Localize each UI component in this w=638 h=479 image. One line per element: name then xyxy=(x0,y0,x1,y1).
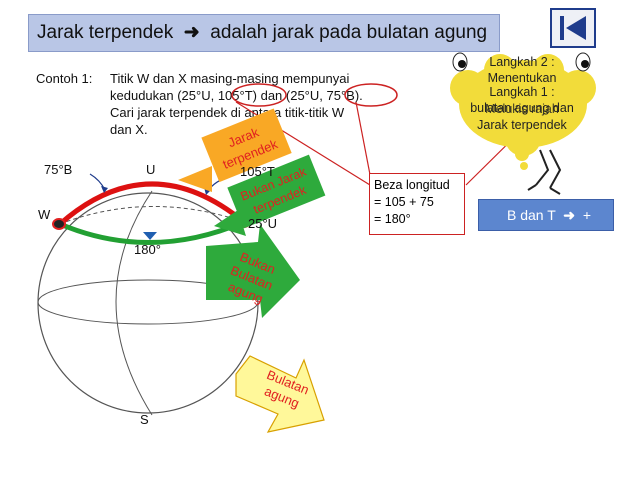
title-left: Jarak terpendek xyxy=(37,22,174,43)
example-line-4: dan X. xyxy=(110,122,148,137)
right-arrow-icon: ➜ xyxy=(559,207,579,223)
red-arc xyxy=(58,181,246,226)
thought-cloud: Langkah 2 : Menentukan Langkah 1 : bulat… xyxy=(450,54,596,170)
callout-bukan-bulatan-agung: Bukan Bulatan agung xyxy=(206,224,300,318)
right-arrow-icon: ➜ xyxy=(178,22,206,43)
beza-line-2: = 180° xyxy=(374,212,411,226)
step2-line2: Menentukan xyxy=(488,71,557,85)
page-title: Jarak terpendek ➜ adalah jarak pada bula… xyxy=(37,21,487,44)
title-right: adalah jarak pada bulatan agung xyxy=(210,22,488,43)
bt-label: B dan T xyxy=(507,207,556,223)
label-105t: 105°T xyxy=(240,164,275,179)
label-s: S xyxy=(140,412,149,427)
label-25u: 25°U xyxy=(248,216,277,231)
stick-figure xyxy=(527,149,562,195)
meridian-line xyxy=(115,190,153,416)
figure-eyes xyxy=(452,52,591,72)
bt-suffix: + xyxy=(582,207,592,223)
red-connector-2 xyxy=(355,101,373,186)
label-w: W xyxy=(38,207,51,222)
callout-bulatan-agung: Bulatan agung xyxy=(235,355,325,433)
beza-line-1: = 105 + 75 xyxy=(374,195,434,209)
equator-ellipse xyxy=(37,279,259,325)
pointer-75b-head xyxy=(101,186,108,193)
point-w xyxy=(52,218,66,230)
label-75b: 75°B xyxy=(44,162,72,177)
step1-line1: Langkah 1 : xyxy=(489,85,554,99)
label-u: U xyxy=(146,162,155,177)
skip-back-icon xyxy=(560,16,586,40)
callout-jarak-terpendek: Jarak terpendek xyxy=(201,108,292,183)
b-dan-t-button[interactable]: B dan T ➜ + xyxy=(478,199,614,231)
beza-longitud-box: Beza longitud = 105 + 75 = 180° xyxy=(369,173,465,235)
label-180: 180° xyxy=(134,242,161,257)
step1-line2: Melukis rajah xyxy=(485,102,559,116)
parallel-back xyxy=(59,206,245,225)
callout-jt-arrow xyxy=(178,166,212,192)
callout-bjt-arrow xyxy=(214,210,246,236)
callout-bukan-jarak-terpendek: Bukan Jarak terpendek xyxy=(227,154,326,229)
step2-line4: Jarak terpendek xyxy=(477,118,567,132)
example-line-1: Titik W dan X masing-masing mempunyai xyxy=(110,71,350,86)
example-label: Contoh 1: xyxy=(36,71,93,86)
highlight-105t xyxy=(231,83,287,107)
title-bar: Jarak terpendek ➜ adalah jarak pada bula… xyxy=(28,14,500,52)
example-line-2: kedudukan (25°U, 105°T) dan (25°U, 75°B)… xyxy=(110,88,363,103)
beza-title: Beza longitud xyxy=(374,178,450,192)
step2-line1: Langkah 2 : xyxy=(489,55,554,69)
step2-line3: bulatan agung dan xyxy=(470,101,574,115)
highlight-75b xyxy=(344,83,398,107)
back-nav-button[interactable] xyxy=(550,8,596,48)
example-line-3: Cari jarak terpendek di antara titik-tit… xyxy=(110,105,345,120)
angle-marker xyxy=(143,232,157,240)
green-arc xyxy=(59,219,245,245)
